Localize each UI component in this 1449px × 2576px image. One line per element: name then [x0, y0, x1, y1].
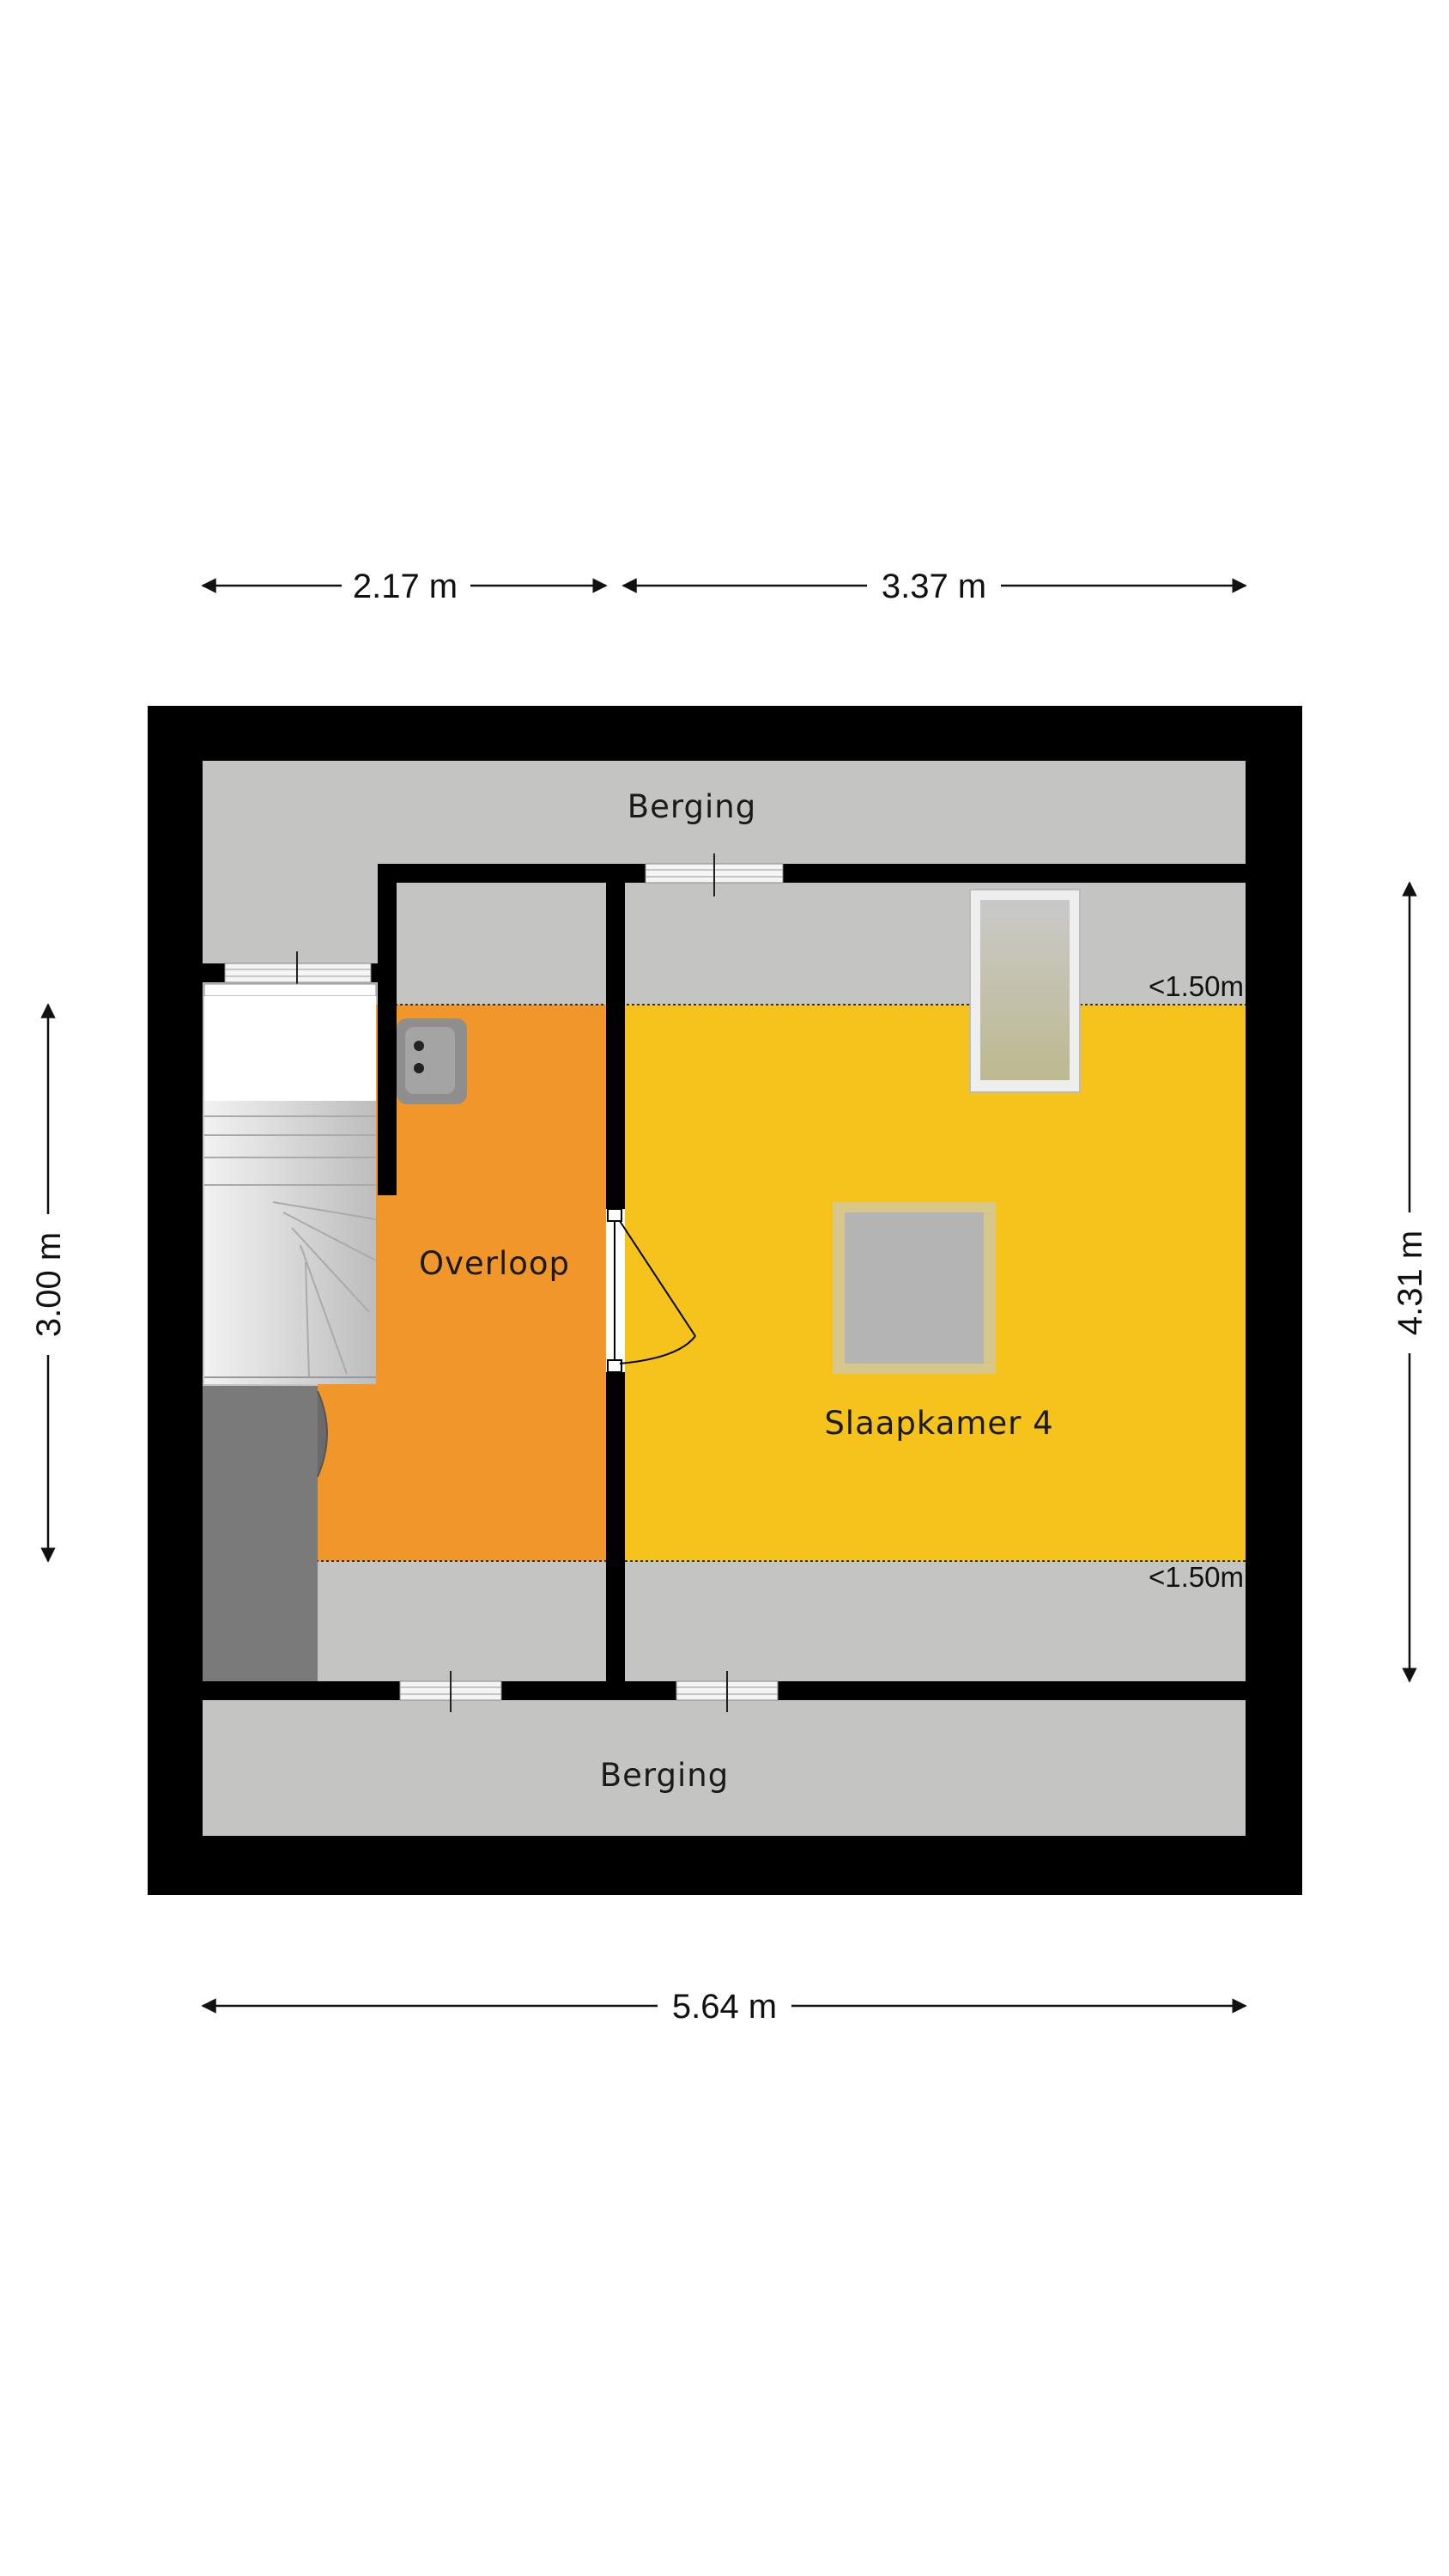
dimension-top-right: 3.37 m: [882, 568, 986, 605]
room-label-overloop: Overloop: [419, 1245, 570, 1282]
skylight-window: [969, 889, 1081, 1093]
wall-top-right: [378, 864, 1246, 883]
berging-top-area: [203, 761, 1246, 864]
storage-block: [203, 1386, 318, 1681]
window-bottom-right: [676, 1671, 779, 1712]
height-marker-upper: <1.50m: [1149, 970, 1244, 1002]
window-top: [645, 854, 784, 896]
window-bottom-left: [399, 1671, 502, 1712]
dimension-right: 4.31 m: [1391, 1230, 1429, 1335]
room-label-slaapkamer: Slaapkamer 4: [824, 1405, 1053, 1442]
heater-unit: [397, 1018, 467, 1104]
staircase: [203, 983, 377, 1384]
room-label-berging-bottom: Berging: [600, 1757, 729, 1794]
square-object: [833, 1202, 996, 1374]
room-label-berging-top: Berging: [627, 788, 756, 825]
window-left: [224, 951, 372, 994]
dimension-top-left: 2.17 m: [353, 568, 458, 605]
storage-curve: [317, 1390, 328, 1478]
dimension-bottom: 5.64 m: [672, 1988, 777, 2026]
height-marker-lower: <1.50m: [1149, 1561, 1244, 1593]
door-slaapkamer: [606, 1208, 696, 1373]
wall-stairs-vertical: [378, 864, 397, 1195]
dimension-left: 3.00 m: [30, 1232, 68, 1337]
